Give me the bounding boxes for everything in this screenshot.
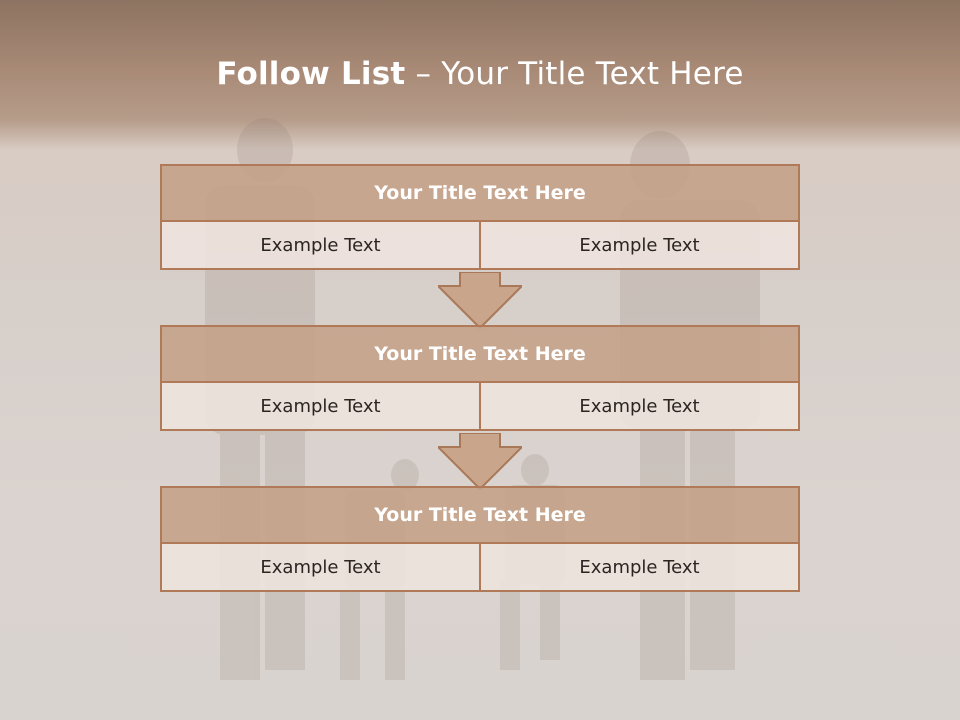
block-cell-right: Example Text <box>481 220 800 270</box>
list-block-1: Your Title Text Here Example Text Exampl… <box>160 164 800 270</box>
block-cell-left: Example Text <box>160 542 481 592</box>
list-block-2: Your Title Text Here Example Text Exampl… <box>160 325 800 431</box>
block-title: Your Title Text Here <box>160 325 800 381</box>
down-arrow-icon <box>438 272 522 330</box>
block-row: Example Text Example Text <box>160 542 800 592</box>
block-cell-left: Example Text <box>160 381 481 431</box>
block-cell-left: Example Text <box>160 220 481 270</box>
block-cell-right: Example Text <box>481 542 800 592</box>
block-row: Example Text Example Text <box>160 381 800 431</box>
block-cell-right: Example Text <box>481 381 800 431</box>
down-arrow-icon <box>438 433 522 491</box>
block-title: Your Title Text Here <box>160 164 800 220</box>
block-title: Your Title Text Here <box>160 486 800 542</box>
slide-title-bold: Follow List <box>216 56 406 92</box>
list-block-3: Your Title Text Here Example Text Exampl… <box>160 486 800 592</box>
slide-title: Follow List – Your Title Text Here <box>0 56 960 92</box>
slide-title-rest: – Your Title Text Here <box>405 56 744 92</box>
block-row: Example Text Example Text <box>160 220 800 270</box>
